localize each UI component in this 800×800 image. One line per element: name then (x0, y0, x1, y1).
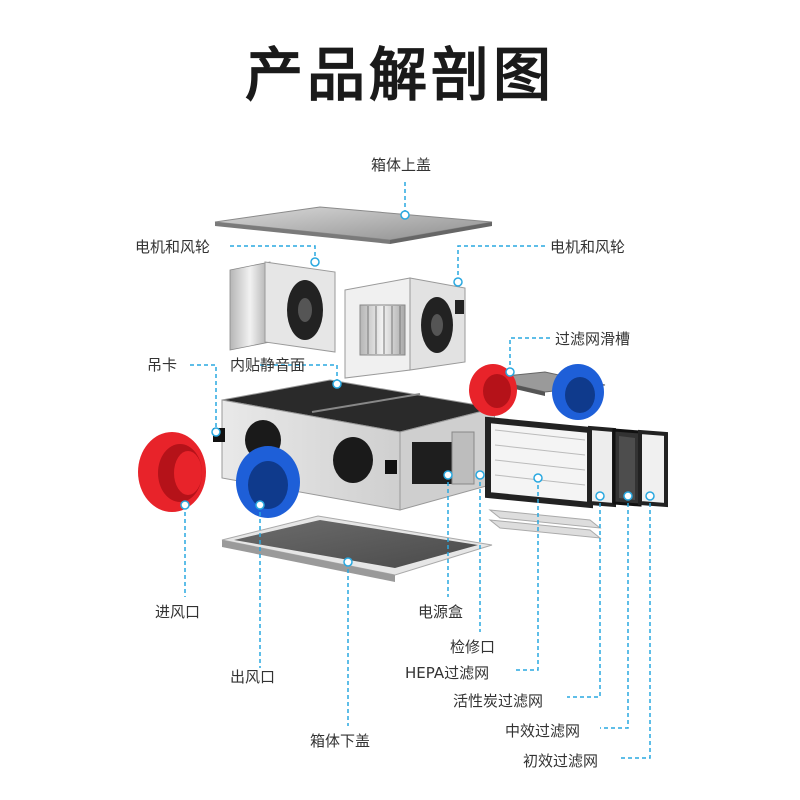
label-bottom-cover: 箱体下盖 (310, 732, 371, 750)
dot-power-box (443, 470, 453, 480)
motor-right (344, 277, 466, 379)
dot-motor-left (310, 257, 320, 267)
dot-motor-right (453, 277, 463, 287)
label-medium: 中效过滤网 (505, 722, 581, 740)
primary-filter (638, 429, 668, 508)
label-power-box: 电源盒 (418, 603, 464, 621)
label-hanger: 吊卡 (147, 356, 178, 374)
label-hepa: HEPA过滤网 (405, 664, 490, 682)
dot-primary (645, 491, 655, 501)
label-primary: 初效过滤网 (523, 752, 599, 770)
motor-left (229, 261, 336, 353)
label-carbon: 活性炭过滤网 (453, 692, 544, 710)
hepa-filter (485, 416, 593, 509)
page-title: 产品解剖图 (244, 41, 555, 109)
dot-filter-slot (505, 367, 515, 377)
dot-inlet (180, 500, 190, 510)
label-outlet: 出风口 (230, 668, 276, 686)
bottom-cover-panel (221, 515, 493, 582)
dot-carbon (595, 491, 605, 501)
dot-liner (332, 379, 342, 389)
label-liner: 内贴静音面 (230, 356, 306, 374)
dot-outlet (255, 500, 265, 510)
label-access-port: 检修口 (450, 638, 496, 656)
leader-lines (184, 182, 651, 759)
dot-top-cover (400, 210, 410, 220)
label-motor-left: 电机和风轮 (135, 238, 211, 256)
outlet-ring-large (236, 446, 300, 518)
dot-hepa (533, 473, 543, 483)
dot-access-port (475, 470, 485, 480)
dot-hanger (211, 427, 221, 437)
top-cover-panel (214, 206, 493, 244)
label-motor-right: 电机和风轮 (550, 238, 626, 256)
filter-rails (488, 509, 602, 539)
outlet-ring-small (552, 364, 604, 420)
inlet-ring-large (138, 432, 206, 512)
label-filter-slot: 过滤网滑槽 (555, 330, 631, 348)
leader-dots (180, 210, 655, 567)
label-top-cover: 箱体上盖 (371, 156, 432, 174)
inlet-ring-small (469, 364, 517, 416)
dot-medium (623, 491, 633, 501)
label-inlet: 进风口 (155, 603, 201, 621)
carbon-filter (588, 425, 616, 508)
dot-bottom-cover (343, 557, 353, 567)
